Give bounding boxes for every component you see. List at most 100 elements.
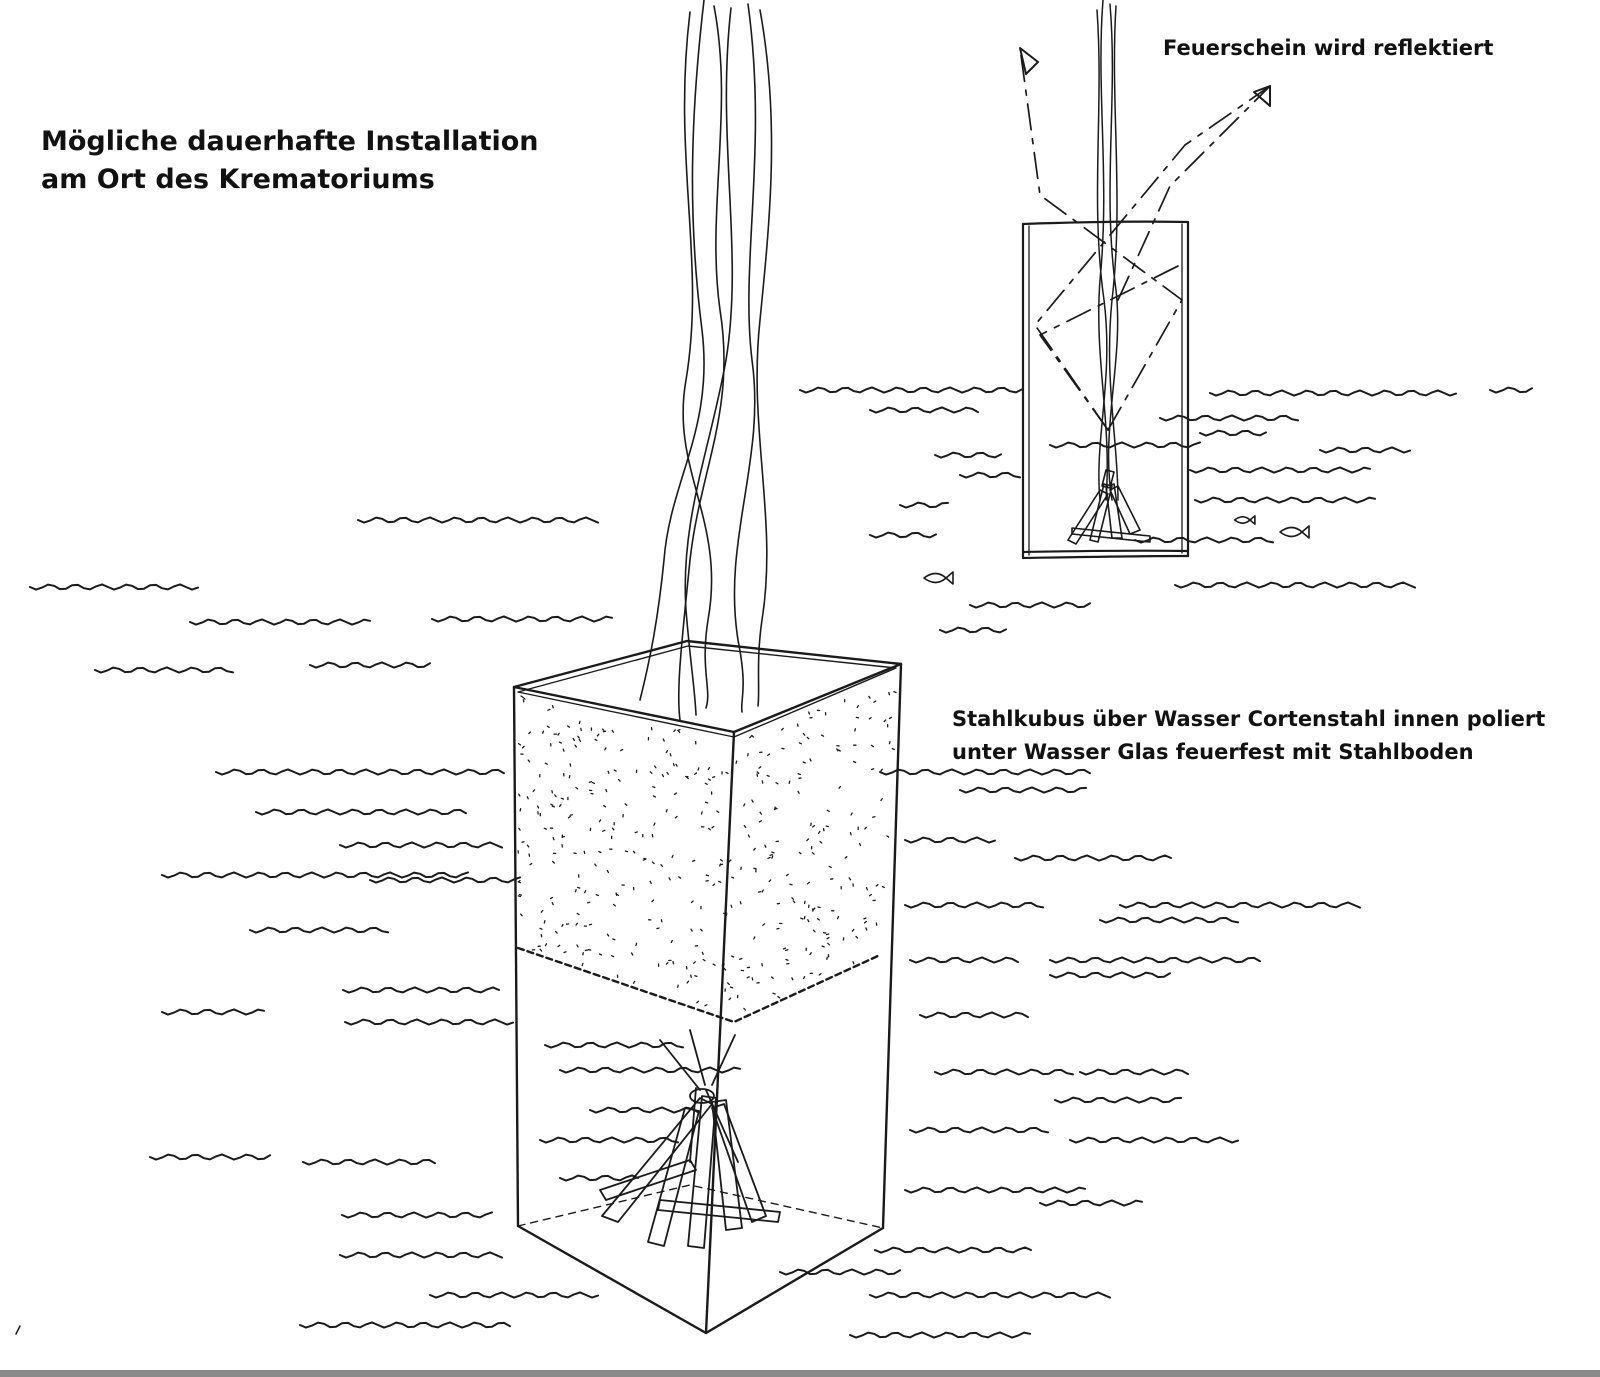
water-wave-line xyxy=(934,1068,1074,1076)
stipple-dot xyxy=(770,976,774,980)
stipple-dot xyxy=(827,942,831,946)
stipple-dot xyxy=(560,797,565,800)
stipple-dot xyxy=(541,730,545,734)
stipple-dot xyxy=(527,759,531,763)
stipple-dot xyxy=(521,841,525,843)
water-wave-line xyxy=(342,986,500,994)
water-wave-line xyxy=(299,1321,511,1329)
water-wave-line xyxy=(559,1174,639,1182)
stipple-dot xyxy=(868,695,871,699)
cube-top-rim-inner xyxy=(517,645,897,738)
stipple-dot xyxy=(854,728,857,732)
stipple-dot xyxy=(712,963,716,966)
stipple-dot xyxy=(728,859,732,863)
water-wave-line xyxy=(161,1008,265,1016)
stipple-dot xyxy=(880,798,883,802)
stipple-dot xyxy=(812,929,816,933)
stipple-dot xyxy=(582,952,584,956)
water-wave-line xyxy=(1134,536,1274,544)
stipple-dot xyxy=(797,790,800,794)
stipple-dot xyxy=(624,803,628,806)
stipple-dot xyxy=(751,799,754,803)
stipple-dot xyxy=(522,697,526,700)
stipple-dot xyxy=(694,975,698,978)
stipple-dot xyxy=(888,716,893,720)
stipple-dot xyxy=(552,860,555,864)
title-line-2: am Ort des Krematoriums xyxy=(41,164,435,195)
stipple-dot xyxy=(632,850,636,854)
water-wave-line xyxy=(369,876,521,884)
stipple-dot xyxy=(550,803,554,806)
stipple-dot xyxy=(792,900,796,904)
stipple-dot xyxy=(558,741,563,744)
stipple-dot xyxy=(569,814,573,816)
stipple-dot xyxy=(673,729,676,733)
stipple-dot xyxy=(651,899,655,903)
stipple-dot xyxy=(802,761,806,764)
water-wave-line xyxy=(939,626,1007,634)
stipple-dot xyxy=(826,956,828,960)
stipple-dot xyxy=(743,1007,746,1011)
stipple-dot xyxy=(868,716,872,720)
stipple-dot xyxy=(756,771,760,775)
stipple-dot xyxy=(707,766,711,771)
stipple-dot xyxy=(746,976,750,979)
stipple-dot xyxy=(863,920,867,924)
stipple-dot xyxy=(807,919,810,923)
stipple-dot xyxy=(518,793,521,797)
stipple-dot xyxy=(870,768,875,771)
stipple-dot xyxy=(598,953,603,956)
stipple-dot xyxy=(852,961,855,965)
cube-edge-left xyxy=(512,685,520,1228)
stipple-dot xyxy=(865,927,868,931)
stipple-dot xyxy=(578,738,582,742)
cube-bottom-back xyxy=(517,1184,884,1229)
stipple-dot xyxy=(730,904,733,908)
stipple-dot xyxy=(554,794,557,798)
stipple-dot xyxy=(588,923,593,926)
water-wave-line xyxy=(1079,1068,1189,1076)
stipple-dot xyxy=(856,704,859,709)
stipple-dot xyxy=(605,788,608,793)
stipple-dot xyxy=(552,836,555,841)
water-wave-line xyxy=(149,1153,271,1161)
stipple-dot xyxy=(686,980,690,984)
stipple-dot xyxy=(785,958,789,961)
stipple-dot xyxy=(753,936,756,940)
stipple-dot xyxy=(517,895,522,898)
stipple-dot xyxy=(574,888,577,893)
stipple-dot xyxy=(662,738,665,742)
stipple-dot xyxy=(828,865,832,869)
stipple-dot xyxy=(576,944,579,948)
stipple-dot xyxy=(826,936,830,940)
water-wave-line xyxy=(357,516,599,524)
stipple-dot xyxy=(838,785,842,789)
stipple-dot xyxy=(700,811,703,815)
stipple-dot xyxy=(607,770,610,774)
water-wave-line xyxy=(249,926,389,934)
water-wave-line xyxy=(904,1186,1086,1194)
fish-icon xyxy=(1279,525,1310,539)
water-wave-line xyxy=(959,786,1087,794)
stipple-dot xyxy=(785,949,789,952)
stipple-dot xyxy=(785,873,789,877)
steel-cube-large xyxy=(512,639,903,1335)
smoke-streams-small xyxy=(1096,0,1119,501)
stipple-dot xyxy=(739,901,742,905)
stipple-dot xyxy=(728,997,732,1001)
stipple-dot xyxy=(518,893,523,896)
stipple-dot xyxy=(544,943,548,947)
stipple-dot xyxy=(612,903,616,907)
water-wave-line xyxy=(1014,854,1172,862)
stipple-dot xyxy=(782,947,787,950)
water-wave-line xyxy=(29,583,199,591)
water-wave-line xyxy=(339,841,503,849)
stipple-dot xyxy=(630,952,634,956)
stipple-dot xyxy=(886,835,890,838)
stipple-dot xyxy=(583,850,586,855)
stipple-dot xyxy=(819,840,823,844)
stipple-dot xyxy=(520,913,523,917)
stipple-dot xyxy=(617,778,621,782)
cube-edge-right xyxy=(881,662,903,1230)
